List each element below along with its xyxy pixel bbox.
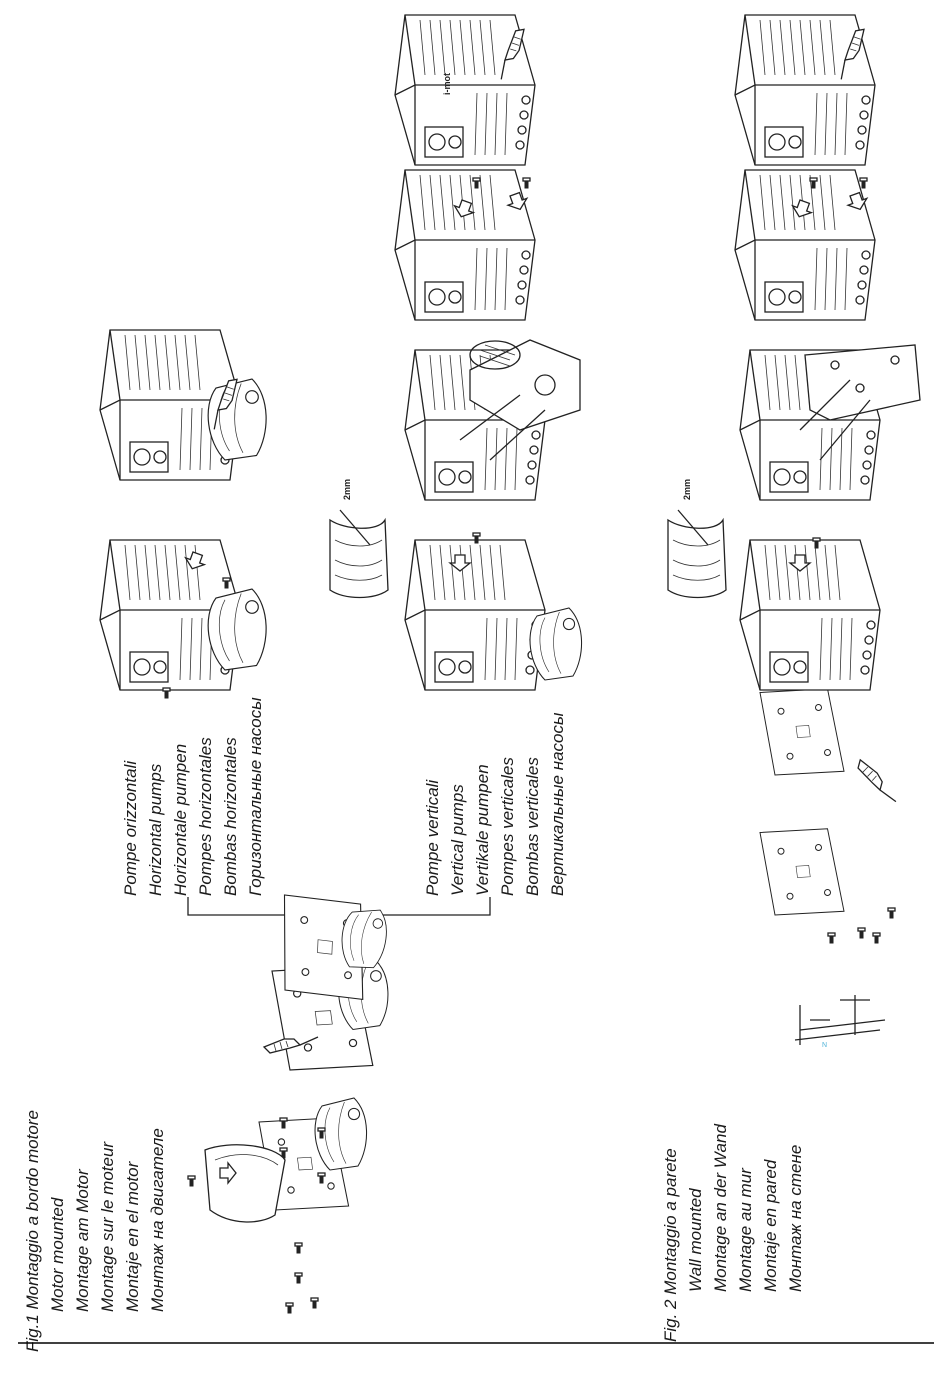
gap-detail-2: 2mm	[667, 479, 727, 599]
vertical-pump-inverter-1	[404, 539, 583, 691]
vertical-pump-inverter-4: i-mot	[394, 14, 536, 166]
pump-motor-fan	[459, 339, 581, 461]
adapter-bracket	[187, 1144, 286, 1223]
gap-detail-1: 2mm	[329, 479, 389, 599]
logo-text: i-mot	[442, 73, 452, 95]
drill-mark: N	[822, 1042, 827, 1049]
gap-label: 2mm	[342, 479, 352, 500]
wall-plate-1	[759, 828, 845, 916]
wall-inverter-3	[734, 169, 876, 321]
wall-plate-back	[799, 344, 921, 461]
vertical-pump-inverter-3	[394, 169, 536, 321]
gap-label-2: 2mm	[682, 479, 692, 500]
wall-plate-2	[759, 688, 845, 776]
screwdriver-wall	[854, 754, 897, 811]
horizontal-pump-inverter-2	[99, 329, 267, 481]
horizontal-pump-inverter-1	[99, 539, 267, 691]
wall-drill-template: N	[794, 995, 886, 1049]
motor-screws-1	[285, 1242, 319, 1314]
